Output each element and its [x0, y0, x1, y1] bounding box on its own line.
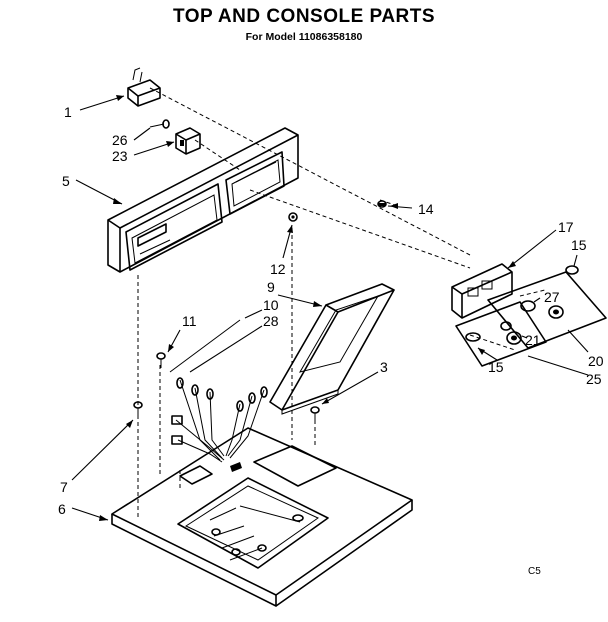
part-3-screw — [310, 406, 320, 422]
callout-23: 23 — [112, 148, 128, 164]
part-5-console — [107, 127, 299, 273]
callout-1: 1 — [64, 104, 72, 120]
part-7-screw — [133, 401, 143, 418]
callout-26: 26 — [112, 132, 128, 148]
callout-5: 5 — [62, 173, 70, 189]
part-26-screw — [149, 119, 170, 129]
callout-21: 21 — [525, 332, 541, 348]
model-subtitle: For Model 11086358180 — [245, 31, 363, 43]
callout-3: 3 — [380, 359, 388, 375]
callout-17: 17 — [558, 219, 574, 235]
part-14-screw — [377, 200, 387, 208]
part-9-lint-chute — [269, 283, 395, 415]
part-6-top-panel — [111, 427, 413, 607]
callout-20: 20 — [588, 353, 604, 369]
callout-12: 12 — [270, 261, 286, 277]
part-12-clip — [288, 212, 298, 222]
callout-10: 10 — [263, 297, 279, 313]
part-11-screw — [156, 352, 166, 368]
callout-25: 25 — [586, 371, 602, 387]
callout-11: 11 — [182, 313, 197, 329]
callout-28: 28 — [263, 313, 279, 329]
part-17-control-bracket — [451, 263, 513, 319]
callout-14: 14 — [418, 201, 434, 217]
callout-numbers: 1 26 23 5 14 12 9 10 28 11 17 15 27 21 2… — [58, 104, 604, 577]
callout-7: 7 — [60, 479, 68, 495]
callout-9: 9 — [267, 279, 275, 295]
callout-27: 27 — [544, 289, 560, 305]
page-code: C5 — [528, 566, 541, 577]
alignment-lines — [137, 87, 546, 520]
callout-15-top: 15 — [571, 237, 587, 253]
callout-6: 6 — [58, 501, 66, 517]
page-title: TOP AND CONSOLE PARTS — [172, 6, 436, 27]
part-10-28-wiring-harness — [169, 319, 268, 463]
leader-lines — [71, 95, 589, 521]
part-1-switch — [127, 67, 161, 107]
callout-15-bottom: 15 — [488, 359, 504, 375]
part-27-21-knobs — [465, 265, 579, 345]
part-23-bracket — [175, 127, 201, 155]
